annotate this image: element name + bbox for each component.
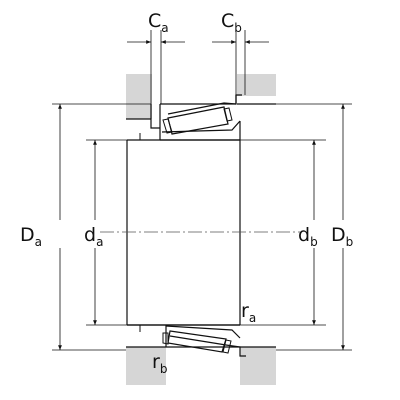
housing-bottom-left-shade: [126, 347, 166, 385]
housing-bottom-right-shade: [240, 347, 276, 385]
label-Da: Da: [20, 224, 42, 249]
housing-top-right-shade: [237, 74, 276, 96]
label-Db: Db: [331, 224, 353, 249]
label-Cb: Cb: [221, 10, 242, 35]
upper-bearing-section: [126, 94, 276, 141]
lower-bearing-section: [126, 324, 276, 357]
diameter-extension-lines: [52, 103, 352, 351]
label-ra: ra: [241, 300, 256, 325]
label-rb: rb: [152, 351, 167, 376]
label-da: da: [84, 224, 103, 249]
label-db: db: [298, 224, 318, 249]
shaft-outline: [126, 133, 241, 332]
housing-shading: [126, 74, 276, 385]
label-Ca: Ca: [148, 10, 169, 35]
housing-top-left-shade: [126, 74, 152, 119]
axial-extension-lines: [150, 30, 246, 104]
